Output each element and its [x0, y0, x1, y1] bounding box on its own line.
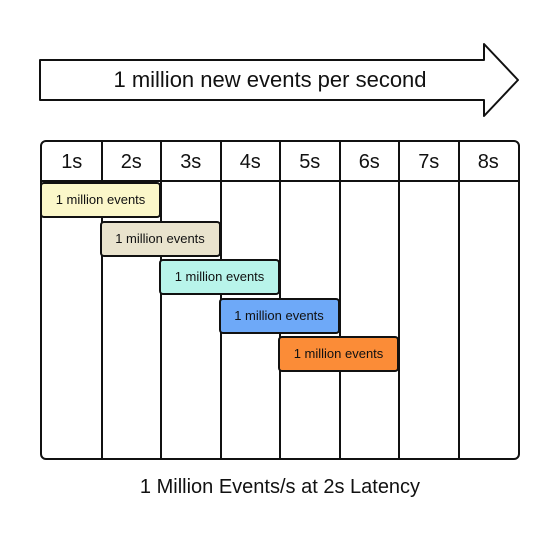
event-block: 1 million events — [159, 259, 280, 295]
arrow-shape — [39, 43, 519, 117]
diagram-caption: 1 Million Events/s at 2s Latency — [139, 476, 421, 498]
event-block: 1 million events — [42, 182, 161, 218]
second-label: 7s — [418, 151, 440, 173]
second-label: 3s — [180, 151, 202, 173]
second-label: 1s — [61, 151, 83, 173]
arrow-label: 1 million new events per second — [113, 67, 427, 92]
second-label: 4s — [239, 151, 261, 173]
second-label: 8s — [477, 151, 499, 173]
second-label: 6s — [358, 151, 380, 173]
column-divider — [338, 142, 341, 458]
event-block: 1 million events — [218, 297, 340, 334]
column-divider — [160, 142, 162, 458]
event-block: 1 million events — [99, 220, 221, 257]
second-label: 5s — [299, 151, 321, 173]
column-divider — [398, 142, 400, 458]
column-divider — [100, 142, 103, 458]
throughput-arrow — [39, 43, 519, 117]
seconds-header-row: 1s 2s 3s 4s 5s 6s 7s 8s — [42, 142, 518, 182]
column-divider — [457, 142, 460, 458]
event-block: 1 million events — [278, 336, 399, 372]
second-label: 2s — [120, 151, 142, 173]
